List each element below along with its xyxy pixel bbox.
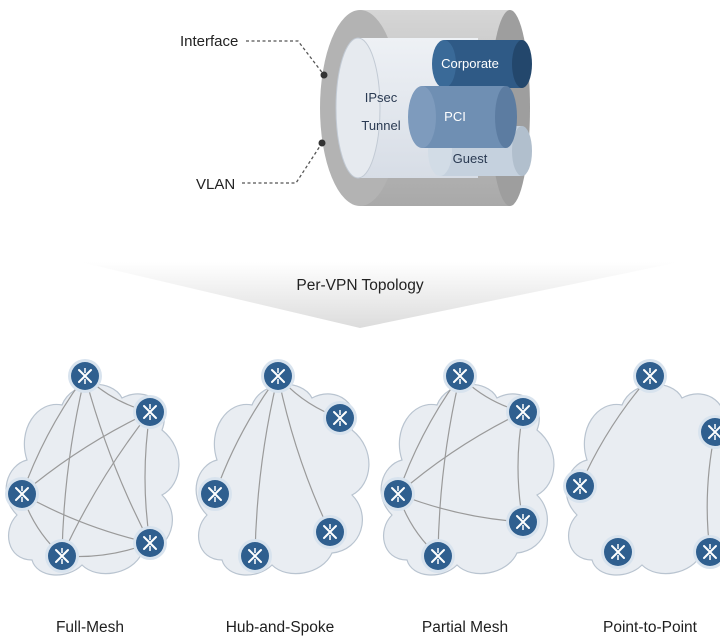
- topology-panel-1: Full-Mesh: [5, 359, 180, 636]
- link: [61, 375, 86, 557]
- link: [61, 411, 151, 557]
- pci-label: PCI: [444, 109, 466, 124]
- topology-panels: Full-Mesh Hub-and-Spoke Partial Mesh Point-…: [5, 359, 720, 636]
- topology-caption: Full-Mesh: [56, 619, 124, 636]
- router-icon: [563, 469, 597, 503]
- ipsec-label-line1: IPsec: [365, 90, 398, 105]
- router-icon: [198, 477, 232, 511]
- link: [21, 411, 151, 495]
- topology-caption: Hub-and-Spoke: [226, 619, 335, 636]
- router-icon: [133, 526, 167, 560]
- vlan-callout: VLAN: [196, 139, 326, 193]
- router-icon: [313, 515, 347, 549]
- topology-panel-3: Partial Mesh: [380, 359, 555, 636]
- router-icon: [381, 477, 415, 511]
- router-icon: [323, 401, 357, 435]
- router-icon: [238, 539, 272, 573]
- interface-label: Interface: [180, 33, 238, 50]
- router-icon: [421, 539, 455, 573]
- link: [397, 411, 524, 495]
- vlan-label: VLAN: [196, 176, 235, 193]
- router-icon: [698, 415, 720, 449]
- link: [437, 375, 461, 557]
- router-icon: [506, 505, 540, 539]
- tunnel-illustration: IPsec Tunnel Corporate Guest PCI Interfa…: [180, 10, 532, 206]
- router-icon: [443, 359, 477, 393]
- link: [254, 375, 279, 557]
- topology-banner: Per-VPN Topology: [80, 262, 680, 328]
- topology-panel-4: Point-to-Point: [563, 359, 720, 636]
- router-icon: [506, 395, 540, 429]
- guest-label: Guest: [453, 151, 488, 166]
- topology-panel-2: Hub-and-Spoke: [195, 359, 370, 636]
- corporate-label: Corporate: [441, 56, 499, 71]
- router-icon: [693, 535, 720, 569]
- router-icon: [133, 395, 167, 429]
- router-icon: [45, 539, 79, 573]
- link: [84, 375, 151, 544]
- link: [277, 375, 331, 533]
- ipsec-label-line2: Tunnel: [361, 118, 400, 133]
- corporate-cylinder: Corporate: [432, 40, 532, 88]
- pci-cylinder: PCI: [408, 86, 517, 148]
- router-icon: [633, 359, 667, 393]
- router-icon: [601, 535, 635, 569]
- topology-caption: Partial Mesh: [422, 619, 508, 636]
- topology-banner-label: Per-VPN Topology: [296, 277, 423, 294]
- router-icon: [261, 359, 295, 393]
- interface-callout: Interface: [180, 33, 328, 79]
- router-icon: [68, 359, 102, 393]
- topology-caption: Point-to-Point: [603, 619, 698, 636]
- router-icon: [5, 477, 39, 511]
